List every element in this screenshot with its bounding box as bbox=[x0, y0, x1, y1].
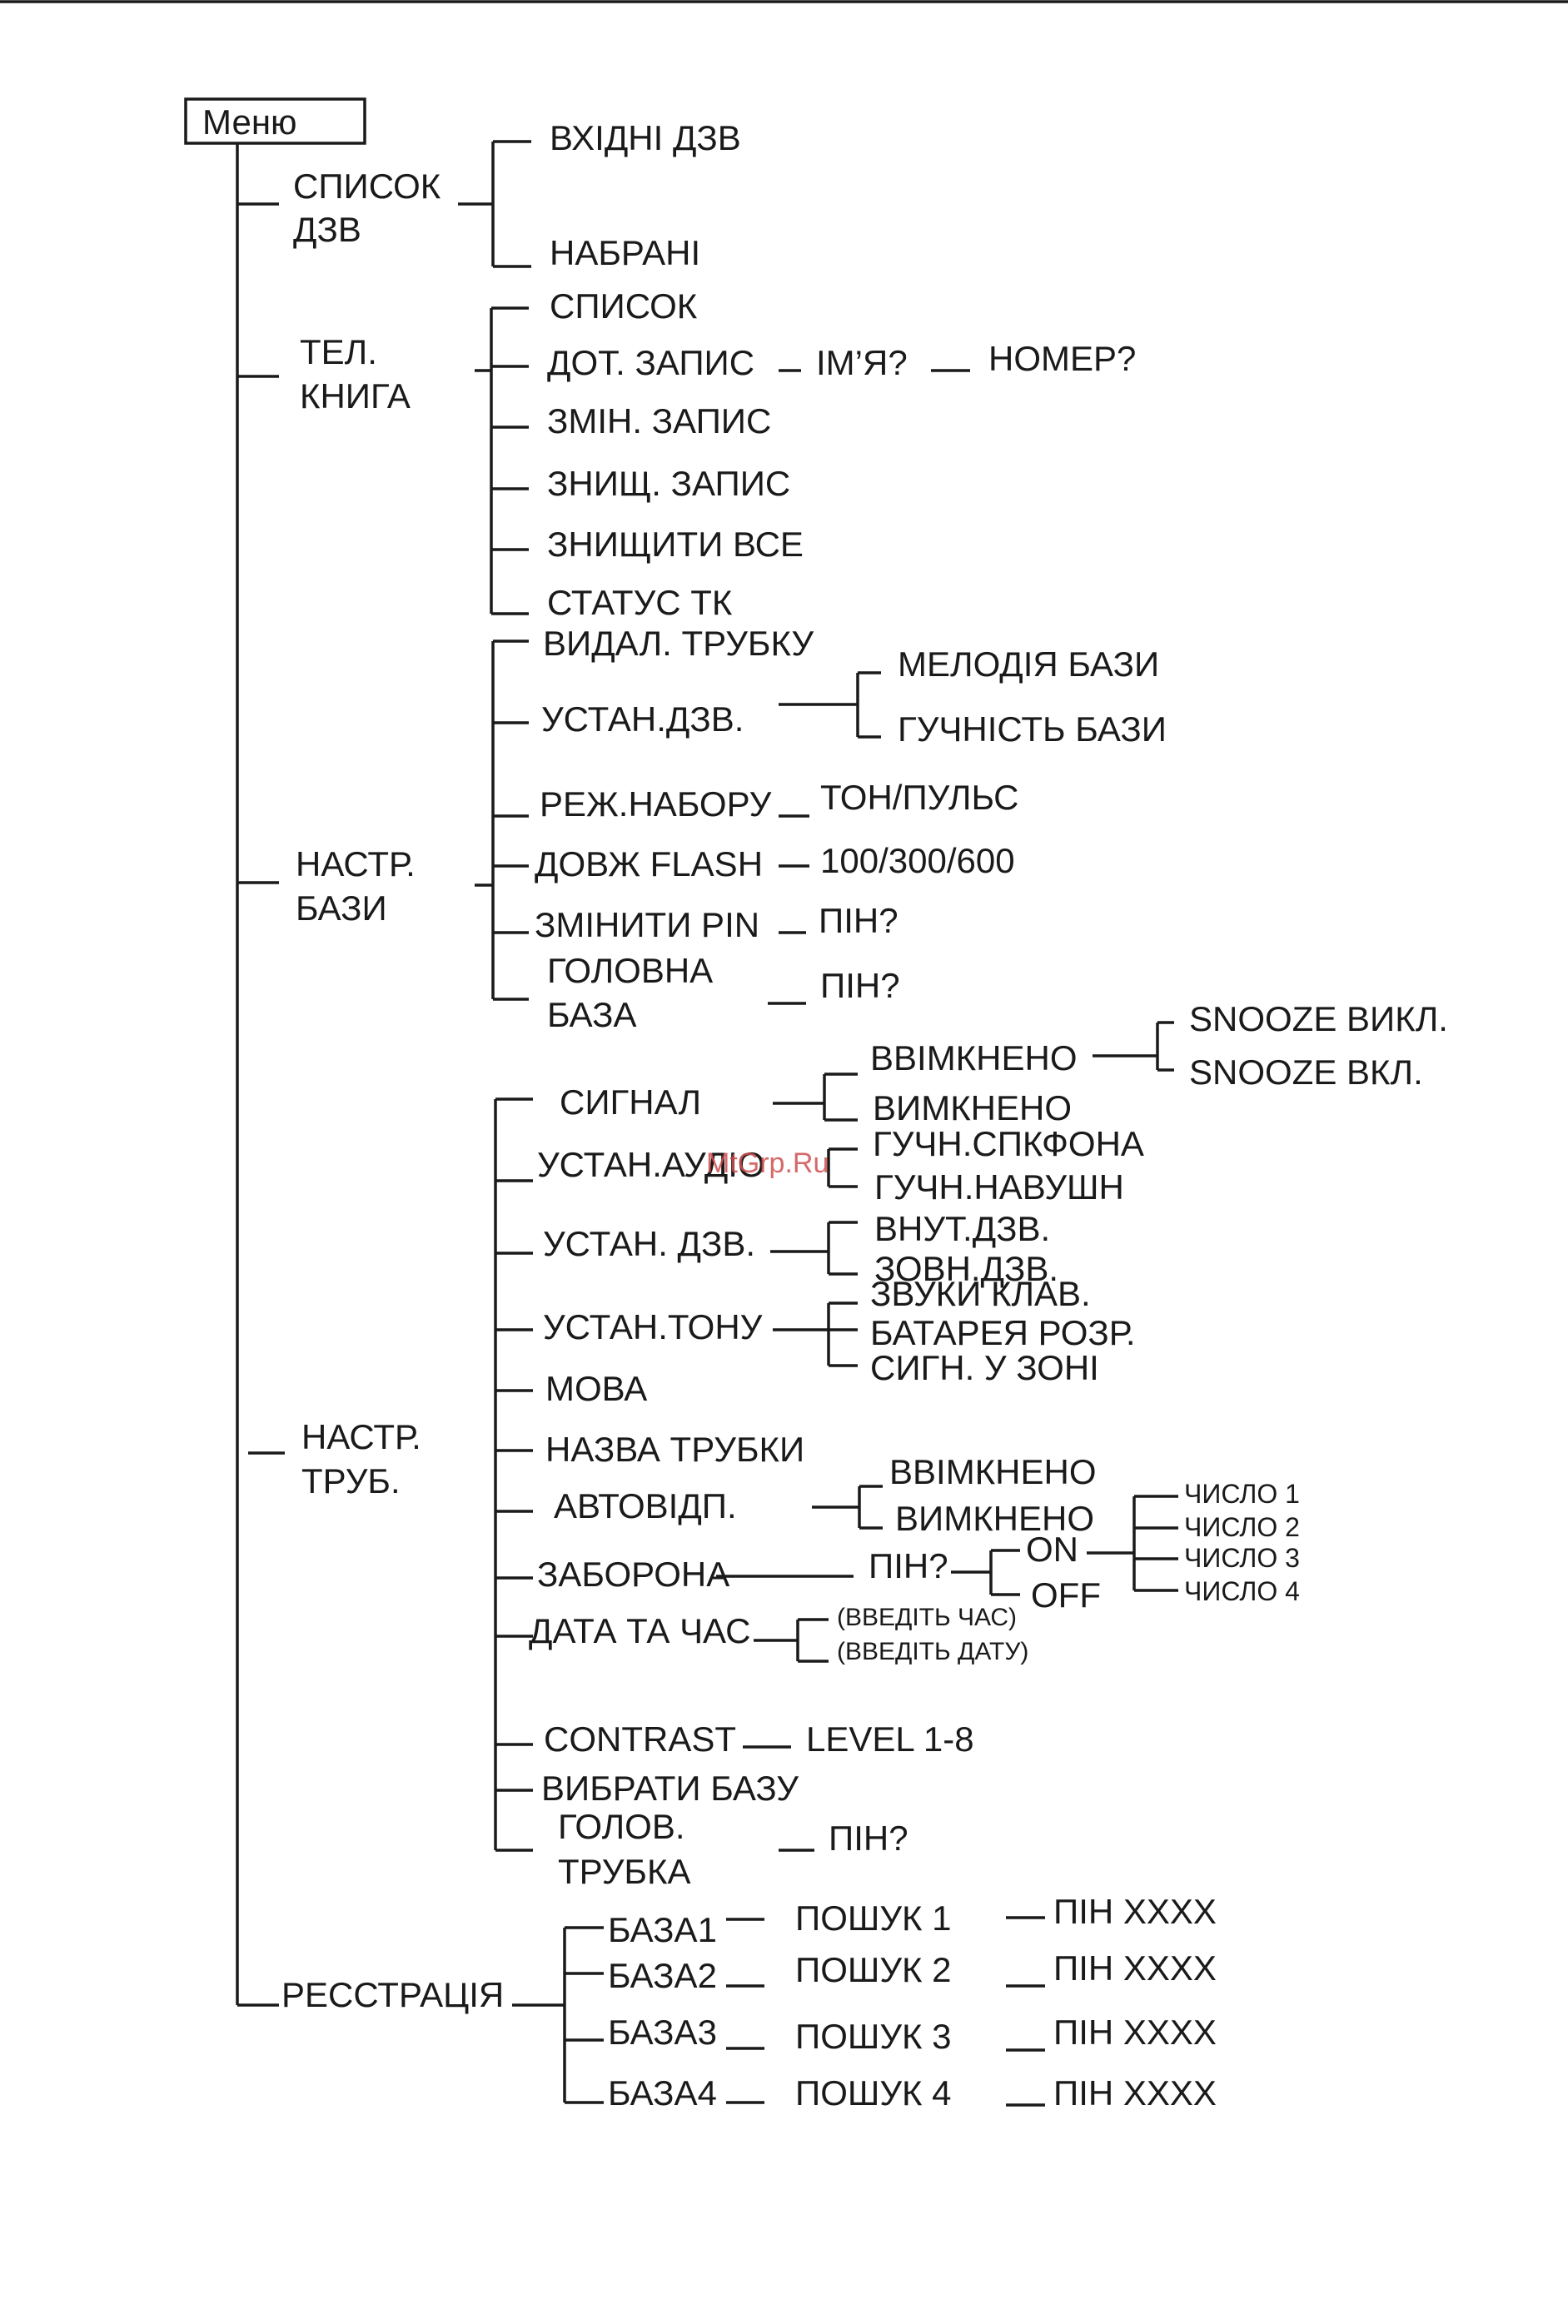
handset-main-handset: ГОЛОВ. bbox=[558, 1807, 685, 1846]
handset-language: МОВА bbox=[545, 1369, 647, 1408]
base-ring-settings: УСТАН.ДЗВ. bbox=[541, 699, 744, 739]
registration-base-2: БАЗА2 bbox=[608, 1956, 717, 1995]
handset-contrast: CONTRAST bbox=[544, 1719, 736, 1759]
in-range: СИГН. У ЗОНІ bbox=[870, 1348, 1099, 1387]
call-list-label-2: ДЗВ bbox=[293, 210, 361, 249]
registration-search-1: ПОШУК 1 bbox=[795, 1899, 952, 1938]
earpiece-volume: ГУЧН.НАВУШН bbox=[874, 1167, 1124, 1207]
watermark: MtGrp.Ru bbox=[706, 1147, 829, 1179]
phonebook-list: СПИСОК bbox=[550, 286, 698, 326]
snooze-on: SNOOZE ВКЛ. bbox=[1189, 1053, 1423, 1092]
alarm-on: ВВІМКНЕНО bbox=[870, 1038, 1078, 1077]
registration-base-1: БАЗА1 bbox=[608, 1910, 717, 1949]
phonebook-status: СТАТУС ТК bbox=[547, 583, 733, 622]
barring-number-1: ЧИСЛО 1 bbox=[1184, 1479, 1300, 1509]
base-settings-label-2: БАЗИ bbox=[296, 888, 387, 928]
barring-off: OFF bbox=[1031, 1575, 1101, 1615]
barring-pin: ПІН? bbox=[869, 1546, 948, 1585]
phonebook-label: ТЕЛ. bbox=[300, 332, 377, 371]
snooze-off: SNOOZE ВИКЛ. bbox=[1189, 999, 1448, 1038]
dialed-calls: НАБРАНІ bbox=[550, 233, 700, 272]
registration-pin-4: ПІН XXXX bbox=[1053, 2073, 1217, 2113]
branch-registration: РЕССТРАЦІЯ БАЗА1 ПОШУК 1 ПІН XXXX БАЗА2 … bbox=[237, 1892, 1217, 2113]
branch-phonebook: ТЕЛ. КНИГА СПИСОК ДОТ. ЗАПИС ІМ’Я? НОМЕР… bbox=[237, 286, 1136, 622]
handset-date-time: ДАТА ТА ЧАС bbox=[529, 1611, 750, 1650]
handset-tone-settings: УСТАН.ТОНУ bbox=[543, 1307, 763, 1346]
registration-pin-2: ПІН XXXX bbox=[1053, 1948, 1217, 1988]
phonebook-number-prompt: НОМЕР? bbox=[988, 339, 1136, 378]
menu-root-label: Меню bbox=[202, 102, 297, 142]
registration-base-3: БАЗА3 bbox=[608, 2013, 717, 2052]
handset-name: НАЗВА ТРУБКИ bbox=[545, 1430, 804, 1469]
phonebook-edit-entry: ЗМІН. ЗАПИС bbox=[547, 401, 771, 440]
barring-on: ON bbox=[1026, 1530, 1078, 1569]
internal-ring: ВНУТ.ДЗВ. bbox=[874, 1209, 1050, 1248]
external-ring: ЗОВН.ДЗВ. bbox=[874, 1249, 1058, 1288]
base-pin-prompt-1: ПІН? bbox=[819, 901, 898, 940]
registration-search-3: ПОШУК 3 bbox=[795, 2017, 952, 2056]
registration-search-4: ПОШУК 4 bbox=[795, 2073, 952, 2113]
enter-date: (ВВЕДІТЬ ДАТУ) bbox=[837, 1638, 1028, 1665]
base-change-pin: ЗМІНИТИ PIN bbox=[535, 905, 759, 944]
call-list-label: СПИСОК bbox=[293, 167, 441, 206]
handset-settings-label: НАСТР. bbox=[301, 1417, 421, 1456]
registration-label: РЕССТРАЦІЯ bbox=[281, 1975, 504, 2014]
handset-ring-settings: УСТАН. ДЗВ. bbox=[543, 1224, 755, 1263]
base-melody: МЕЛОДІЯ БАЗИ bbox=[898, 644, 1159, 684]
auto-answer-on: ВВІМКНЕНО bbox=[889, 1452, 1097, 1491]
registration-pin-1: ПІН XXXX bbox=[1053, 1892, 1217, 1931]
phonebook-label-2: КНИГА bbox=[300, 376, 411, 416]
handset-select-base: ВИБРАТИ БАЗУ bbox=[541, 1769, 799, 1808]
handset-auto-answer: АВТОВІДП. bbox=[554, 1486, 737, 1525]
speaker-volume: ГУЧН.СПКФОНА bbox=[873, 1124, 1144, 1163]
auto-answer-off: ВИМКНЕНО bbox=[895, 1499, 1094, 1538]
base-flash-value: 100/300/600 bbox=[820, 841, 1015, 880]
battery-low: БАТАРЕЯ РОЗР. bbox=[870, 1313, 1136, 1352]
base-dial-mode-value: ТОН/ПУЛЬС bbox=[820, 778, 1018, 817]
barring-number-2: ЧИСЛО 2 bbox=[1184, 1512, 1300, 1542]
handset-settings-label-2: ТРУБ. bbox=[301, 1461, 401, 1500]
handset-call-barring: ЗАБОРОНА bbox=[537, 1555, 729, 1594]
alarm-off: ВИМКНЕНО bbox=[873, 1088, 1072, 1127]
registration-base-4: БАЗА4 bbox=[608, 2073, 717, 2113]
base-flash-length: ДОВЖ FLASH bbox=[535, 844, 763, 883]
contrast-level: LEVEL 1-8 bbox=[806, 1719, 974, 1759]
base-delete-handset: ВИДАЛ. ТРУБКУ bbox=[543, 624, 814, 663]
branch-base-settings: НАСТР. БАЗИ ВИДАЛ. ТРУБКУ УСТАН.ДЗВ. МЕЛ… bbox=[237, 624, 1167, 1034]
base-main-base: ГОЛОВНА bbox=[547, 951, 713, 990]
key-sounds: ЗВУКИ КЛАВ. bbox=[870, 1274, 1091, 1313]
menu-root-box bbox=[184, 97, 366, 145]
base-main-base-2: БАЗА bbox=[547, 995, 637, 1034]
phonebook-delete-entry: ЗНИЩ. ЗАПИС bbox=[547, 464, 790, 503]
main-handset-pin: ПІН? bbox=[829, 1819, 908, 1858]
handset-alarm: СИГНАЛ bbox=[560, 1082, 701, 1122]
registration-search-2: ПОШУК 2 bbox=[795, 1950, 952, 1989]
base-volume: ГУЧНІСТЬ БАЗИ bbox=[898, 709, 1167, 749]
handset-main-handset-2: ТРУБКА bbox=[558, 1852, 690, 1891]
incoming-calls: ВХІДНІ ДЗВ bbox=[550, 118, 741, 157]
base-settings-label: НАСТР. bbox=[296, 844, 416, 883]
base-dial-mode: РЕЖ.НАБОРУ bbox=[540, 784, 772, 824]
phonebook-add-entry: ДОТ. ЗАПИС bbox=[547, 343, 754, 382]
phonebook-name-prompt: ІМ’Я? bbox=[816, 343, 908, 382]
handset-audio-settings: УСТАН.АУДІО bbox=[537, 1145, 765, 1184]
barring-number-4: ЧИСЛО 4 bbox=[1184, 1576, 1300, 1606]
barring-number-3: ЧИСЛО 3 bbox=[1184, 1543, 1300, 1573]
enter-time: (ВВЕДІТЬ ЧАС) bbox=[837, 1604, 1017, 1631]
base-pin-prompt-2: ПІН? bbox=[820, 966, 900, 1005]
phonebook-delete-all: ЗНИЩИТИ ВСЕ bbox=[547, 525, 804, 564]
registration-pin-3: ПІН XXXX bbox=[1053, 2013, 1217, 2052]
branch-call-list: СПИСОК ДЗВ ВХІДНІ ДЗВ НАБРАНІ bbox=[237, 118, 741, 272]
branch-handset-settings: НАСТР. ТРУБ. СИГНАЛ ВВІМКНЕНО ВИМКНЕНО S… bbox=[248, 999, 1448, 1891]
